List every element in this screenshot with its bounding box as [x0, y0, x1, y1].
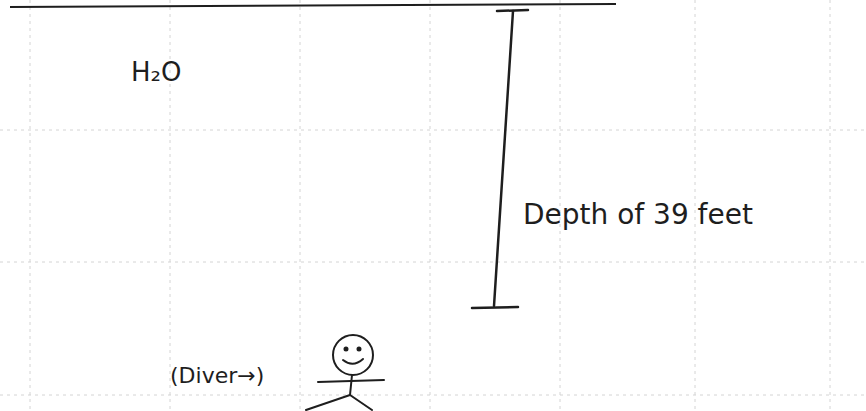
- dimension-label: Depth of 39 feet: [523, 200, 753, 231]
- substance-label: H₂O: [131, 58, 181, 87]
- diver-figure: [306, 335, 384, 410]
- figure-label: (Diver→): [170, 364, 264, 388]
- water-surface-line: [10, 4, 616, 7]
- depth-dimension-line: [472, 10, 528, 308]
